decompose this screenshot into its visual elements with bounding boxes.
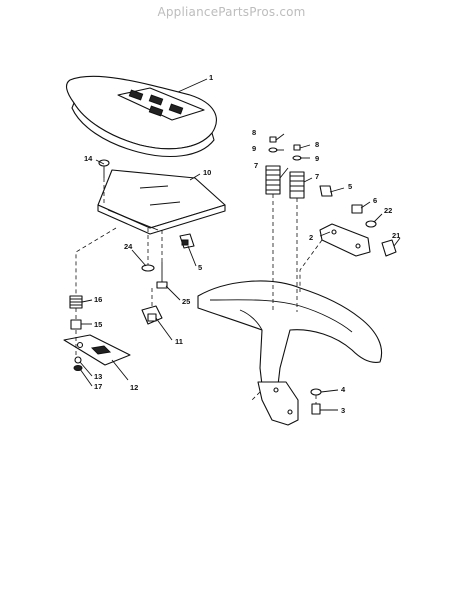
callout-leaders (79, 78, 401, 411)
part-bolt-14 (98, 159, 110, 178)
callout-24: 24 (124, 242, 133, 251)
callout-11: 11 (175, 337, 183, 346)
part-hardware-stack-right (289, 144, 305, 199)
part-adjust-plate-12 (63, 334, 131, 366)
callout-21: 21 (392, 231, 400, 240)
part-nut-13 (74, 356, 82, 364)
callout-25: 25 (182, 297, 190, 306)
part-bracket-5-left (179, 233, 195, 249)
callout-5-left: 5 (198, 263, 202, 272)
callout-4: 4 (341, 385, 346, 394)
part-washer-24 (141, 264, 155, 272)
callout-7-left: 7 (254, 161, 258, 170)
callout-5-right: 5 (348, 182, 352, 191)
callout-2: 2 (309, 233, 313, 242)
callout-labels: 1 2 3 4 5 5 6 7 7 8 8 9 9 10 11 12 13 14… (84, 73, 400, 415)
part-bracket-2 (319, 223, 371, 257)
callout-15: 15 (94, 320, 102, 329)
part-bushing-15 (70, 319, 82, 330)
callout-6: 6 (373, 196, 377, 205)
callout-12: 12 (130, 383, 138, 392)
part-small-hardware-right (319, 185, 397, 257)
callout-7-right: 7 (315, 172, 319, 181)
part-seat (65, 75, 217, 157)
callout-17: 17 (94, 382, 102, 391)
callout-22: 22 (384, 206, 392, 215)
callout-8-left: 8 (252, 128, 256, 137)
part-hardware-stack-left (265, 136, 281, 195)
callout-10: 10 (203, 168, 211, 177)
callout-3: 3 (341, 406, 345, 415)
part-seat-pan (97, 169, 226, 235)
callout-14: 14 (84, 154, 93, 163)
callout-13: 13 (94, 372, 102, 381)
callout-16: 16 (94, 295, 102, 304)
callout-8-right: 8 (315, 140, 319, 149)
part-bolt-3 (311, 403, 321, 415)
part-fender-frame (197, 280, 383, 426)
part-pivot-11 (141, 305, 163, 325)
callout-9-right: 9 (315, 154, 319, 163)
callout-9-left: 9 (252, 144, 256, 153)
watermark-text: AppliancePartsPros.com (157, 5, 306, 19)
callout-1: 1 (209, 73, 213, 82)
part-washer-4 (310, 388, 322, 396)
assembly-dashed-lines (75, 178, 323, 404)
part-bolt-25 (156, 262, 168, 289)
part-spring-16 (69, 295, 83, 309)
